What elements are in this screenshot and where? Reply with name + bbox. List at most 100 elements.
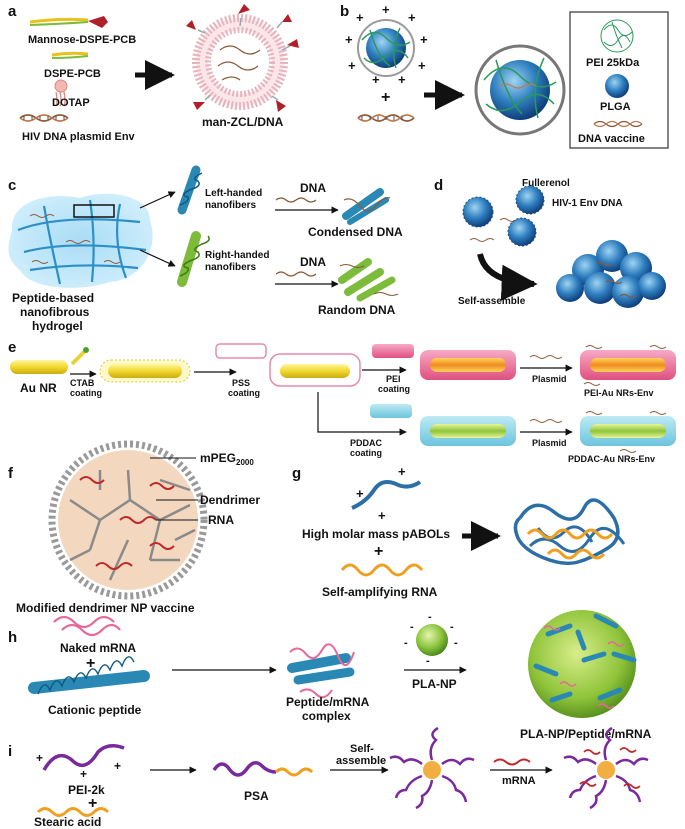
panel-h-letter: h [8,629,17,646]
pei-plga-particle: +++ ++ ++ ++ [345,2,428,87]
panel-i: i +++ PEI-2k + Stearic acid PSA Self- as… [8,726,649,829]
svg-text:+: + [372,72,380,87]
hydrogel-network [8,193,153,288]
au-nanorod-icon [10,360,68,374]
panel-g: g +++ High molar mass pABOLs + Self-ampl… [292,464,626,599]
panel-h: h Naked mRNA + Cationic peptide Peptide/… [8,610,652,741]
pei-legend-icon [600,19,634,53]
ctab-label-1: CTAB [70,378,95,388]
legend-pei: PEI 25kDa [586,57,640,69]
svg-text:+: + [382,2,390,17]
man-zcl-label: man-ZCL/DNA [202,115,284,129]
dspe-lipid-icon [51,51,89,59]
svg-text:+: + [80,767,87,781]
polyplex-icon [513,498,626,566]
panel-c: c Peptide-based nanofibrous hydrogel Lef… [8,165,403,333]
pla-np-label: PLA-NP [412,677,457,691]
stearic-acid-icon [36,807,110,817]
right-handed-fiber-icon [177,231,210,287]
fullerenol-spheres [462,185,545,247]
mrna-label-i: mRNA [502,775,536,787]
psa-micelle-icon [389,726,475,810]
fullerenol-label: Fullerenol [522,178,570,189]
pla-product-label: PLA-NP/Peptide/mRNA [520,727,652,741]
dna-helix-icon [19,114,69,122]
dna-label-top: DNA [300,181,326,195]
complex-label-2: complex [302,709,351,723]
arrow-to-right-fiber [139,249,176,267]
dna-helix-icon [275,197,317,203]
cationic-peptide-label: Cationic peptide [48,703,142,717]
condensed-dna-label: Condensed DNA [308,225,403,239]
dendrimer-np [48,440,208,600]
plasmid-label-top: Plasmid [532,374,567,384]
pss-icon [215,343,267,359]
dna-label-bottom: DNA [300,255,326,269]
au-nr-label: Au NR [20,381,57,395]
pei-coat-label-1: PEI [386,374,401,384]
panel-g-plus: + [374,543,383,560]
panel-a: a Mannose-DSPE-PCB DSPE-PCB DOTAP HIV DN… [8,3,299,143]
legend-dna-vaccine: DNA vaccine [578,133,645,145]
loaded-particle [474,44,566,136]
peptide-mrna-complex-icon [287,643,355,699]
sarna-label: Self-amplifying RNA [322,585,438,599]
pddac-product-label: PDDAC-Au NRs-Env [568,454,655,464]
panel-f-letter: f [8,465,14,482]
pss-coated-rod [269,353,361,387]
pei-au-nr-env-particle [580,345,676,386]
psa-conjugate-icon [212,761,314,777]
pddac-coated-rod [420,416,516,446]
dotap-lipid-icon [54,79,68,107]
stearic-acid-label: Stearic acid [34,815,101,829]
panel-f: f mPEG2000 Dendrimer RNA Modified dendri… [8,440,260,615]
fullerenol-cluster [556,240,666,308]
svg-text:-: - [410,621,414,633]
pss-label-1: PSS [232,378,250,388]
dotap-label: DOTAP [52,97,90,109]
lipoplex-icon [563,726,649,810]
self-assemble-label: Self-assemble [458,296,526,307]
mrna-label: Naked mRNA [60,641,136,655]
mpeg-label: mPEG2000 [200,451,254,467]
pei-2k-label: PEI-2k [68,783,105,797]
panel-b-plus: + [381,89,390,106]
panel-d-letter: d [434,177,443,194]
pei-product-label: PEI-Au NRs-Env [584,388,654,398]
right-handed-label-1: Right-handed [205,250,269,261]
svg-text:+: + [356,486,364,501]
panel-c-letter: c [8,177,16,194]
svg-text:+: + [398,72,406,87]
hydrogel-label-3: hydrogel [32,319,83,333]
hiv-plasmid-label: HIV DNA plasmid Env [22,131,136,143]
svg-text:+: + [345,32,353,47]
pei-coated-rod [420,350,516,380]
branch-line [317,392,407,436]
pla-np-icon: --- --- [404,611,458,667]
left-handed-label-2: nanofibers [205,200,257,211]
random-dna-label: Random DNA [318,303,396,317]
svg-text:-: - [450,621,454,633]
pei-icon [372,344,414,358]
dspe-label: DSPE-PCB [44,68,101,80]
svg-text:-: - [426,655,430,667]
panel-b-letter: b [340,3,349,20]
mrna-strand-icon [53,615,121,637]
mrna-icon [493,758,531,766]
dna-helix-icon [529,419,563,423]
pss-label-2: coating [228,388,260,398]
hydrogel-label-2: nanofibrous [20,305,90,319]
panel-i-plus: + [88,795,97,812]
panel-d: d Fullerenol HIV-1 Env DNA Self-assemble [434,177,666,308]
dna-helix-icon [357,114,415,122]
panel-e-letter: e [8,339,16,356]
dna-legend-icon [593,120,643,128]
svg-text:+: + [348,58,356,73]
pddac-label-1: PDDAC [350,438,383,448]
pabol-label: High molar mass pABOLs [302,527,450,541]
self-assemble-arrow [477,253,538,301]
svg-text:+: + [408,10,416,25]
self-assemble-label-1: Self- [350,743,374,755]
svg-text:+: + [114,759,121,773]
